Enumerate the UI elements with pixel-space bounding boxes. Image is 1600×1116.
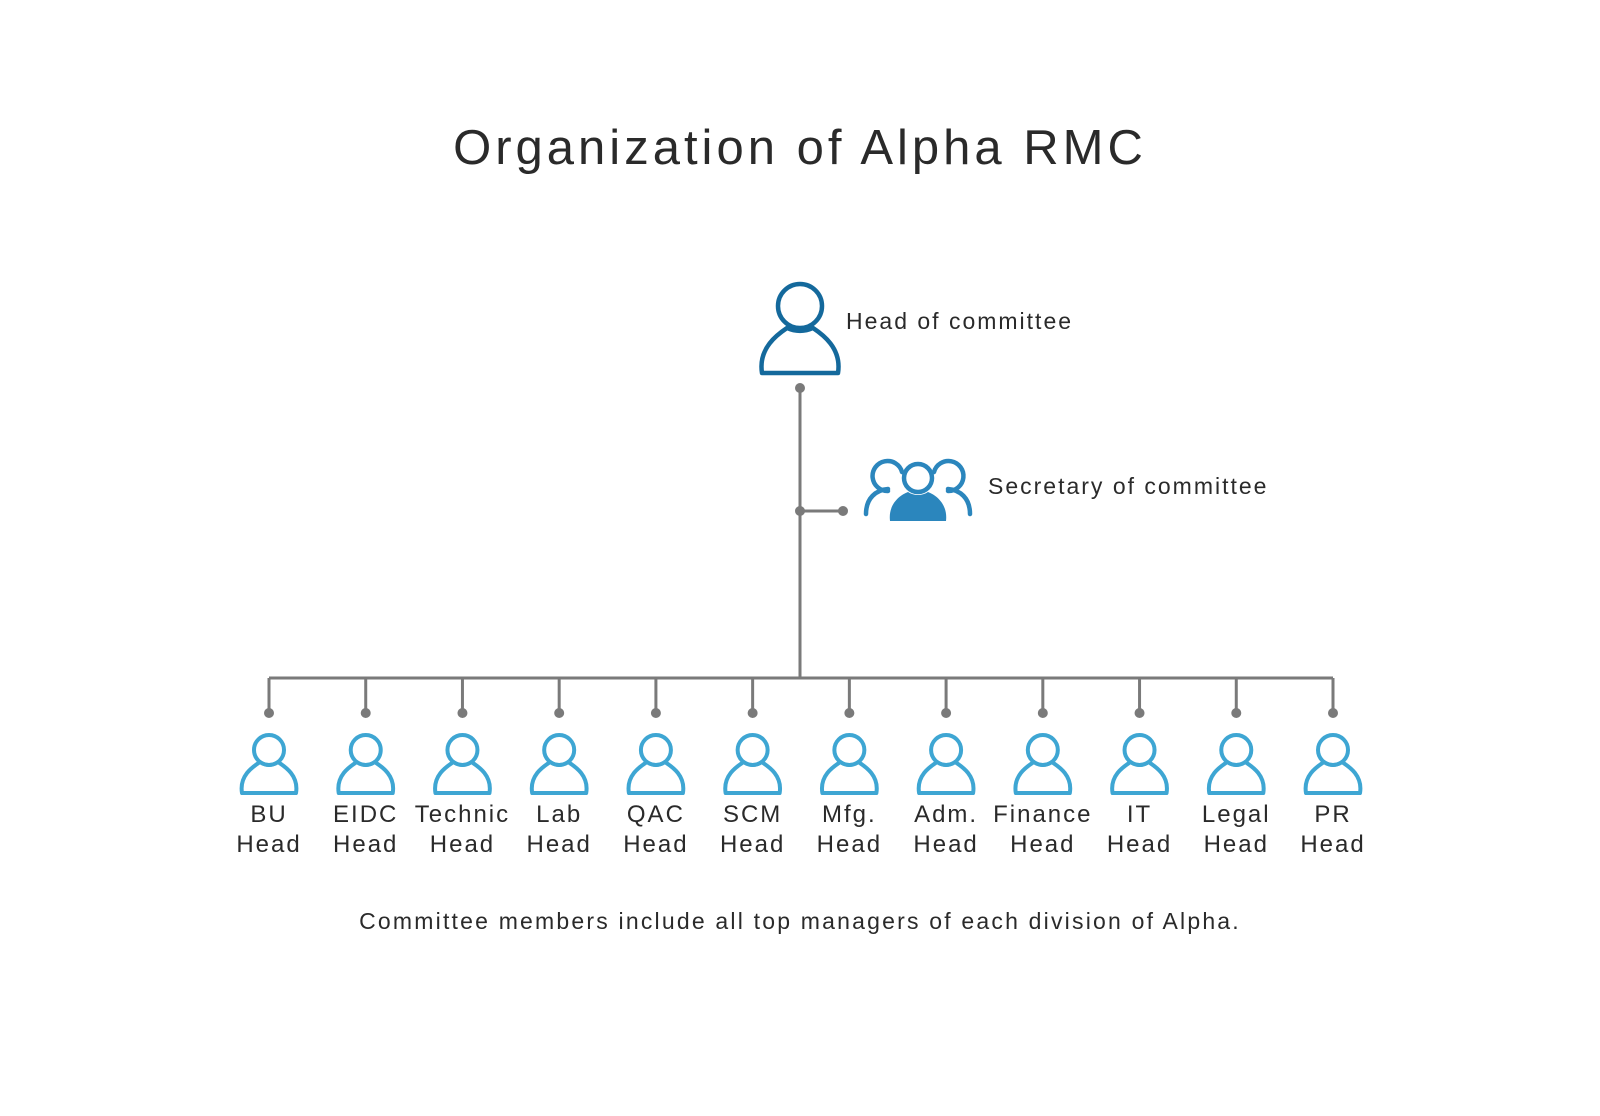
member-label-line2: Head	[1010, 831, 1075, 858]
member-label-line1: Technic	[415, 801, 510, 828]
member-node: BU Head	[236, 678, 301, 858]
person-icon	[529, 733, 589, 795]
person-icon	[1013, 733, 1073, 795]
person-icon	[336, 733, 396, 795]
member-label-line1: BU	[250, 801, 287, 828]
member-node: Adm. Head	[913, 678, 978, 858]
connector-dot	[747, 708, 758, 718]
person-icon	[916, 733, 976, 795]
member-label-line2: Head	[623, 831, 688, 858]
member-label-line2: Head	[913, 831, 978, 858]
member-label-line2: Head	[1107, 831, 1172, 858]
member-label-line2: Head	[817, 831, 882, 858]
connector-dot	[844, 708, 855, 718]
connector-dot	[264, 708, 274, 718]
connector-dot	[1037, 708, 1048, 718]
person-icon	[1110, 733, 1169, 795]
person-icon	[723, 733, 782, 795]
connector-dot	[554, 708, 565, 718]
person-icon	[1206, 733, 1266, 795]
member-label-line2: Head	[526, 831, 591, 858]
secretary-node: Secretary of committee	[795, 458, 1268, 521]
member-label-line1: Finance	[993, 801, 1092, 828]
member-label-line2: Head	[333, 831, 398, 858]
connector-dot	[1134, 708, 1145, 718]
person-icon	[759, 281, 841, 376]
member-label-line1: Lab	[536, 801, 582, 828]
connector-dot	[650, 708, 661, 718]
secretary-label: Secretary of committee	[988, 473, 1268, 499]
connector-dot	[1231, 708, 1242, 718]
head-label: Head of committee	[846, 308, 1073, 334]
member-label-line2: Head	[430, 831, 495, 858]
connector-dot	[941, 708, 952, 718]
person-icon	[433, 733, 492, 795]
member-label-line1: QAC	[627, 801, 685, 828]
footer-note: Committee members include all top manage…	[359, 908, 1241, 934]
member-node: IT Head	[1107, 678, 1172, 858]
person-icon	[820, 733, 879, 795]
member-node: Mfg. Head	[817, 678, 882, 858]
member-node: QAC Head	[623, 678, 688, 858]
member-node: EIDC Head	[333, 678, 398, 858]
chart-title: Organization of Alpha RMC	[453, 121, 1147, 175]
head-node: Head of committee	[759, 281, 1073, 376]
member-label-line1: IT	[1127, 801, 1152, 828]
connector-dot	[1328, 708, 1338, 718]
member-label-line2: Head	[1300, 831, 1365, 858]
connector-dot	[457, 708, 468, 718]
member-label-line1: Mfg.	[822, 801, 877, 828]
member-label-line1: PR	[1314, 801, 1351, 828]
person-icon	[1303, 733, 1363, 795]
members-row: BUHeadEIDCHeadTechnicHeadLabHeadQACHeadS…	[236, 678, 1365, 858]
person-icon	[239, 733, 299, 795]
group-icon	[863, 458, 973, 521]
member-label-line1: Adm.	[914, 801, 978, 828]
member-node: SCM Head	[720, 678, 785, 858]
member-label-line2: Head	[1204, 831, 1269, 858]
head-connector	[795, 383, 805, 678]
member-label-line2: Head	[720, 831, 785, 858]
member-label-line1: SCM	[723, 801, 782, 828]
connector-dot	[360, 708, 371, 718]
member-label-line2: Head	[236, 831, 301, 858]
person-icon	[626, 733, 686, 795]
member-label-line1: EIDC	[333, 801, 398, 828]
member-node: PR Head	[1300, 678, 1365, 858]
member-label-line1: Legal	[1202, 801, 1271, 828]
